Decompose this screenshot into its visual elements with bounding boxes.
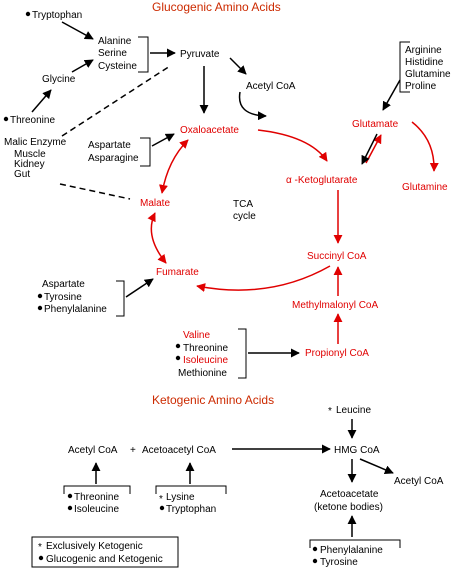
hmg-coa-label: HMG CoA [334, 445, 380, 456]
malic-enzyme-muscle: Muscle [14, 149, 46, 160]
glutamate-to-aketoglutarate-arrow [361, 133, 378, 165]
isoleucine-label: Isoleucine [183, 355, 228, 366]
tryptophan-label: Tryptophan [32, 10, 82, 21]
fumarate-aspartate-label: Aspartate [42, 279, 85, 290]
hmgcoa-to-acetylcoa-arrow [359, 458, 394, 474]
methionine-label: Methionine [178, 368, 227, 379]
malate-label: Malate [140, 198, 170, 209]
histidine-label: Histidine [405, 57, 444, 68]
arginine-label: Arginine [405, 45, 442, 56]
malic-enzyme-dashed-upper [61, 65, 171, 137]
threonine-propionyl-label: Threonine [183, 343, 228, 354]
arginine-group-bracket [399, 41, 410, 93]
bullet-dot [37, 305, 43, 311]
bullet-dot [175, 355, 181, 361]
proline-label: Proline [405, 81, 437, 92]
keto-threonine-label: Threonine [74, 492, 119, 503]
cycle-label: cycle [233, 211, 256, 222]
ketogenic-title: Ketogenic Amino Acids [152, 393, 274, 407]
acetoacetate-label: Acetoacetate [320, 489, 379, 500]
glucogenic-title: Glucogenic Amino Acids [152, 0, 281, 14]
keto-plus-sign: + [130, 445, 136, 456]
bullet-dot [38, 555, 44, 561]
acetyl-coa-label: Acetyl CoA [246, 81, 296, 92]
keto-phenylalanine-label: Phenylalanine [320, 545, 383, 556]
serine-label: Serine [98, 48, 127, 59]
aspartate-group-bracket [140, 137, 151, 167]
glycine-label: Glycine [42, 74, 76, 85]
fumarate-phenylalanine-label: Phenylalanine [44, 304, 107, 315]
malic-enzyme-dashed-lower [59, 183, 131, 200]
tryptophan-arrow [61, 21, 94, 40]
group1-bracket [63, 485, 131, 494]
keto-acetyl-coa-label: Acetyl CoA [68, 445, 118, 456]
keto-tryptophan-label: Tryptophan [166, 504, 216, 515]
keto-isoleucine-label: Isoleucine [74, 504, 119, 515]
malic-enzyme-gut: Gut [14, 169, 30, 180]
alanine-group-bracket [138, 36, 149, 73]
group3-bracket [309, 539, 401, 548]
alanine-label: Alanine [98, 36, 132, 47]
propionyl-sources-bracket [238, 328, 247, 379]
glutamate-to-glutamine-arrow [411, 121, 439, 172]
oxaloacetate-label: Oxaloacetate [180, 125, 239, 136]
methylmalonyl-coa-label: Methylmalonyl CoA [292, 300, 378, 311]
acetylcoa-to-tca-arrow [238, 91, 267, 121]
bullet-dot [37, 293, 43, 299]
alpha-ketoglutarate-label: α -Ketoglutarate [286, 175, 358, 186]
bullet-dot [312, 546, 318, 552]
aspartate-to-oxaloacetate-arrow [151, 133, 175, 147]
bullet-dot [25, 11, 31, 17]
glutamate-label: Glutamate [352, 119, 399, 130]
legend-box [31, 536, 179, 568]
bullet-dot [312, 558, 318, 564]
malate-oxaloacetate-arrow [159, 139, 189, 194]
arginine-to-glutamate-arrow [382, 79, 401, 111]
leucine-label: Leucine [336, 405, 371, 416]
legend-asterisk: * [38, 542, 42, 553]
pyruvate-to-acetylcoa-arrow [229, 57, 247, 75]
tca-label: TCA [233, 199, 253, 210]
pyruvate-label: Pyruvate [180, 49, 220, 60]
malic-enzyme-kidney: Kidney [14, 159, 45, 170]
aspartate-label: Aspartate [88, 140, 131, 151]
propionyl-coa-label: Propionyl CoA [305, 348, 369, 359]
bullet-dot [3, 116, 9, 122]
fumarate-tyrosine-label: Tyrosine [44, 292, 82, 303]
oxaloacetate-to-aketoglutarate-arrow [257, 129, 328, 162]
threonine-label: Threonine [10, 115, 55, 126]
valine-label: Valine [183, 330, 210, 341]
succinyl-coa-label: Succinyl CoA [307, 251, 367, 262]
lysine-asterisk: * [159, 494, 163, 505]
glutamine-group-label: Glutamine [405, 69, 451, 80]
legend-both-label: Glucogenic and Ketogenic [46, 554, 163, 565]
bullet-dot [159, 505, 165, 511]
leucine-asterisk: * [328, 406, 332, 417]
aketoglutarate-to-glutamate-arrow [365, 134, 382, 164]
cysteine-label: Cysteine [98, 61, 137, 72]
succinylcoa-to-fumarate-arrow [196, 265, 331, 292]
bullet-dot [67, 493, 73, 499]
ketone-bodies-label: (ketone bodies) [314, 502, 383, 513]
keto-acetoacetyl-coa-label: Acetoacetyl CoA [142, 445, 216, 456]
legend-exclusive-label: Exclusively Ketogenic [46, 541, 143, 552]
sources-to-fumarate-arrow [125, 278, 154, 298]
malic-enzyme-label: Malic Enzyme [4, 137, 67, 148]
group2-bracket [155, 485, 227, 494]
fumarate-label: Fumarate [156, 267, 199, 278]
fumarate-sources-bracket [116, 280, 125, 317]
fumarate-malate-arrow [147, 212, 167, 264]
keto-tyrosine-label: Tyrosine [320, 557, 358, 568]
glycine-arrow [71, 59, 94, 73]
asparagine-label: Asparagine [88, 153, 139, 164]
bullet-dot [175, 343, 181, 349]
glutamine-label: Glutamine [402, 182, 448, 193]
bullet-dot [67, 505, 73, 511]
keto-acetyl-coa-right-label: Acetyl CoA [394, 476, 444, 487]
threonine-arrow [31, 89, 52, 113]
keto-lysine-label: Lysine [166, 492, 195, 503]
